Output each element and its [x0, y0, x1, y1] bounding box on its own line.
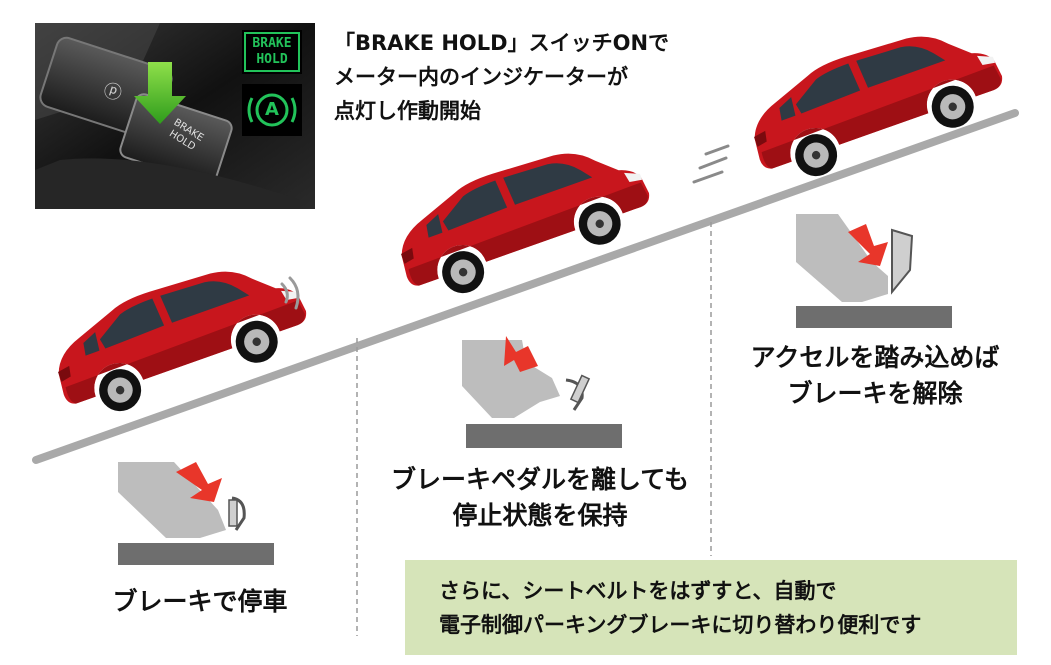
intro-line-3: 点灯し作動開始	[334, 99, 481, 123]
press-arrow-icon	[134, 62, 186, 124]
brake-hold-indicator	[242, 30, 302, 74]
step-3-line-2: ブレーキを解除	[787, 379, 963, 408]
note-line-1: さらに、シートベルトをはずすと、自動で	[439, 579, 837, 603]
brake-wave-icon	[280, 282, 289, 304]
note-line-2: 電子制御パーキングブレーキに切り替わり便利です	[439, 613, 922, 637]
brake-pedal-pressed-icon	[118, 462, 274, 565]
intro-text: 「BRAKE HOLD」スイッチONで メーター内のインジケーターが 点灯し作動…	[334, 26, 669, 128]
motion-lines-icon	[692, 170, 724, 184]
auto-hold-indicator	[242, 84, 302, 136]
auto-hold-symbol: A	[265, 99, 279, 120]
brake-pedal-released-icon	[462, 336, 622, 448]
brake-hold-indicator-line1: BRAKE	[252, 36, 292, 51]
step-3-caption: アクセルを踏み込めば ブレーキを解除	[740, 340, 1010, 412]
car-holding	[383, 126, 661, 311]
slope-line	[32, 109, 1019, 464]
intro-line-1: 「BRAKE HOLD」スイッチONで	[334, 31, 670, 55]
step-1-caption: ブレーキで停車	[90, 584, 310, 620]
accelerator-pedal-pressed-icon	[796, 214, 952, 328]
brake-hold-indicator-line2: HOLD	[256, 52, 288, 67]
step-1-line-1: ブレーキで停車	[112, 587, 288, 616]
step-2-line-2: 停止状態を保持	[452, 501, 628, 530]
seatbelt-note: さらに、シートベルトをはずすと、自動で 電子制御パーキングブレーキに切り替わり便…	[405, 560, 1017, 655]
step-3-line-1: アクセルを踏み込めば	[750, 343, 1000, 372]
step-2-caption: ブレーキペダルを離しても 停止状態を保持	[380, 462, 700, 534]
intro-line-2: メーター内のインジケーターが	[334, 65, 628, 89]
car-stopped	[40, 244, 318, 429]
step-2-line-1: ブレーキペダルを離しても	[390, 465, 689, 494]
